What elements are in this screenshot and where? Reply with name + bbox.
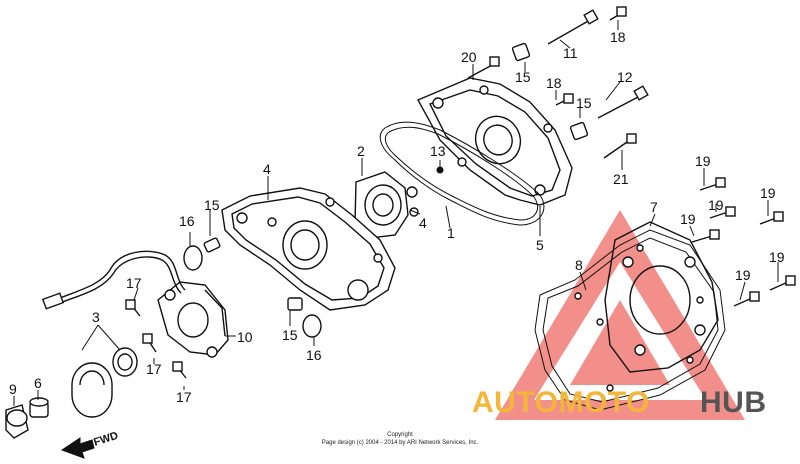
part-label-15-a: 15 <box>204 197 220 213</box>
copyright-notice: Copyright Page design (c) 2004 - 2014 by… <box>322 432 479 446</box>
wiring-harness <box>41 250 186 310</box>
part-label-20: 20 <box>461 49 477 65</box>
crankcase-cover-rear <box>417 77 573 206</box>
part-label-21: 21 <box>613 171 629 187</box>
bolts <box>125 6 796 379</box>
copyright-line-2: Page design (c) 2004 - 2014 by ARI Netwo… <box>322 440 479 446</box>
part-label-18-a: 18 <box>610 29 626 45</box>
pulse-generator-plate <box>157 281 229 358</box>
part-label-19-e: 19 <box>735 267 751 283</box>
part-label-3: 3 <box>92 309 100 325</box>
oil-pump-rotor <box>354 171 419 239</box>
part-label-12: 12 <box>617 69 633 85</box>
watermark-triangle <box>495 210 745 420</box>
part-label-1: 1 <box>447 225 455 241</box>
part-label-17-a: 17 <box>126 275 142 291</box>
part-label-19-d: 19 <box>680 211 696 227</box>
part-label-19-b: 19 <box>708 197 724 213</box>
part-label-4-pump: 4 <box>419 215 427 231</box>
side-cover-gasket <box>534 229 726 411</box>
front-cover <box>221 187 396 311</box>
part-label-15-d: 15 <box>576 95 592 111</box>
part-label-19-c: 19 <box>760 185 776 201</box>
part-label-5: 5 <box>536 237 544 253</box>
forward-direction-arrow: FWD <box>60 430 120 459</box>
watermark-word-2: HUB <box>700 386 767 419</box>
part-label-16-b: 16 <box>306 347 322 363</box>
part-label-8: 8 <box>575 257 583 273</box>
part-label-11: 11 <box>563 45 578 61</box>
part-label-7: 7 <box>650 199 658 215</box>
part-label-10: 10 <box>237 329 253 345</box>
part-label-18-b: 18 <box>546 75 562 91</box>
watermark-word-1: AUTOMOTO <box>472 386 650 419</box>
part-label-17-c: 17 <box>176 389 192 405</box>
copyright-line-1: Copyright <box>387 432 413 438</box>
cap-and-bushing <box>5 397 49 439</box>
part-number-labels: 1 2 3 4 4 5 6 7 8 9 10 11 12 13 15 15 15… <box>9 29 785 405</box>
watermark-logo: AUTOMOTO HUB <box>472 386 767 419</box>
side-cover <box>604 221 719 373</box>
leader-lines <box>13 20 779 406</box>
gasket-loop <box>379 121 545 226</box>
part-label-19-a: 19 <box>695 153 711 169</box>
part-label-9: 9 <box>9 381 17 397</box>
part-label-13: 13 <box>430 143 446 159</box>
part-label-19-f: 19 <box>769 249 785 265</box>
part-label-16-a: 16 <box>179 213 195 229</box>
part-label-15-b: 15 <box>282 327 298 343</box>
part-label-6: 6 <box>34 375 42 391</box>
dowel-pin <box>203 42 589 311</box>
fwd-label: FWD <box>92 430 120 449</box>
part-label-4-cover: 4 <box>263 161 271 177</box>
part-label-15-c: 15 <box>515 69 531 85</box>
bearing-assembly <box>71 347 138 418</box>
part-label-2: 2 <box>357 143 365 159</box>
part-label-17-b: 17 <box>146 361 162 377</box>
